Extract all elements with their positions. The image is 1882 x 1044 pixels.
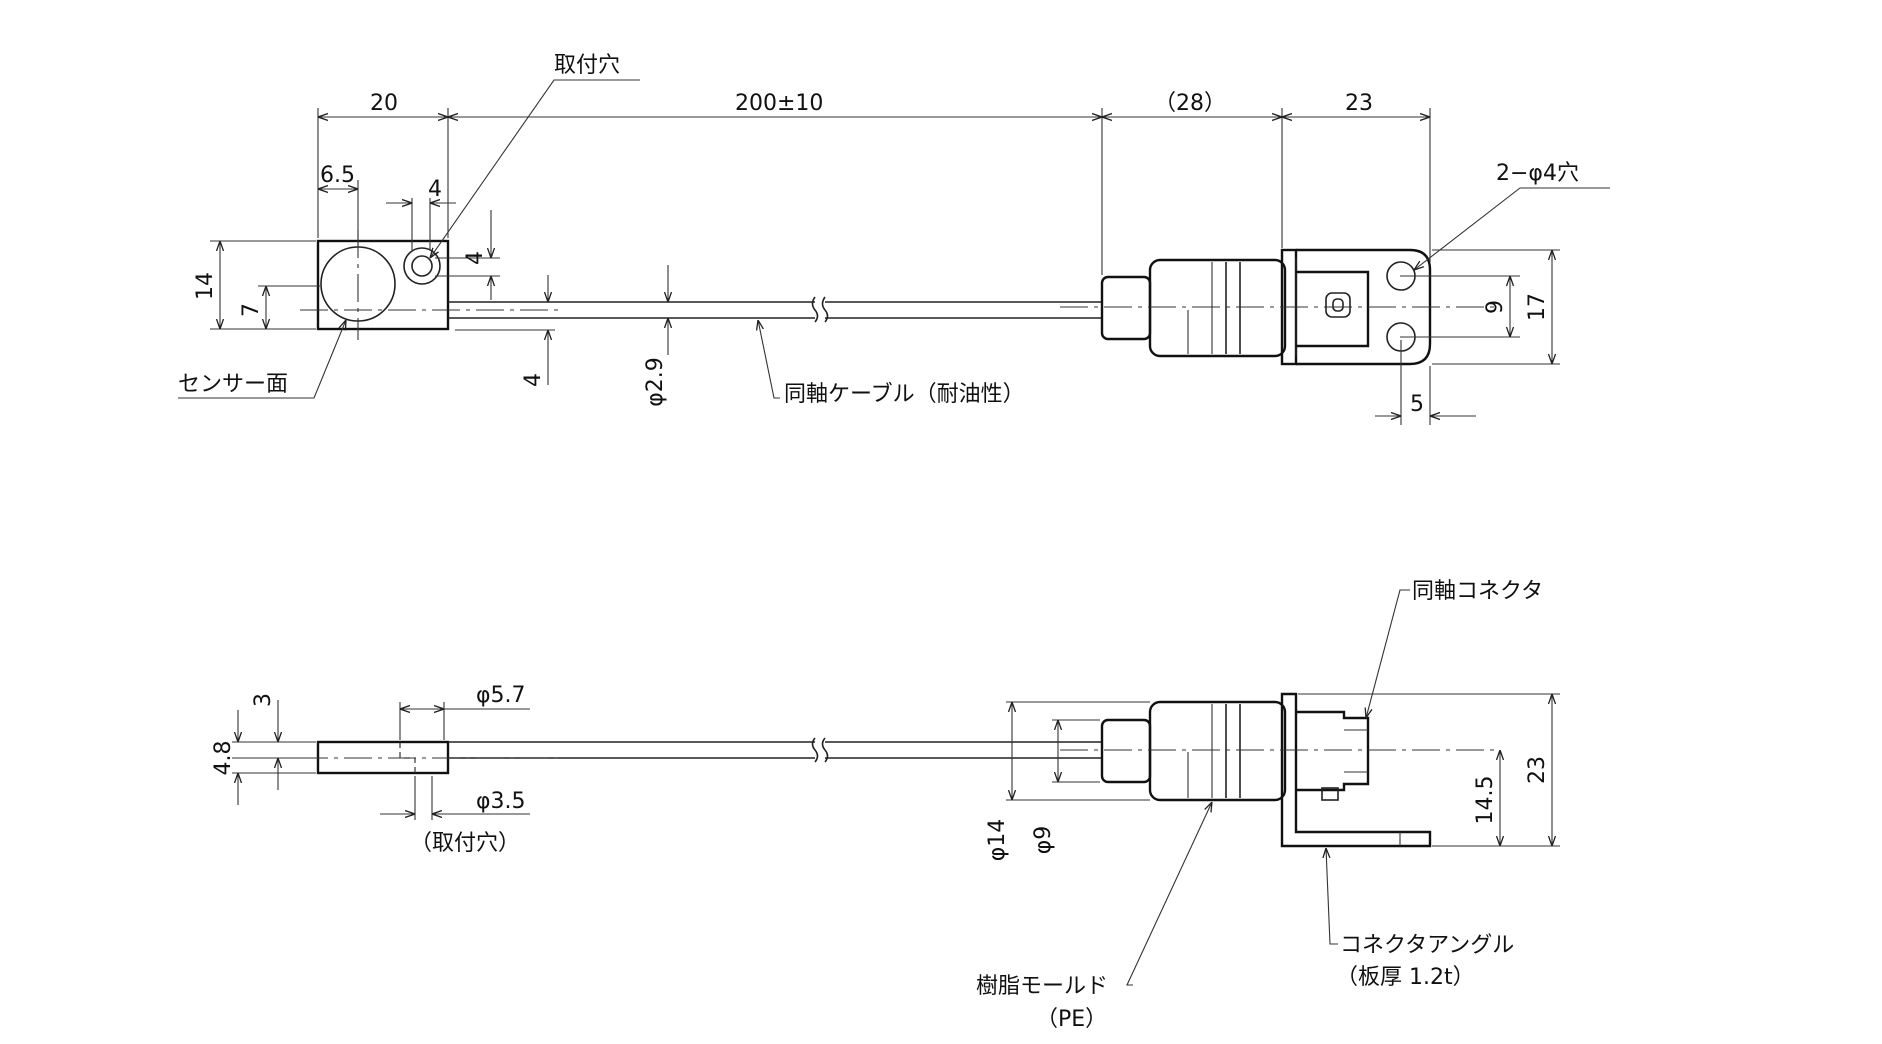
label-coax-connector: 同軸コネクタ (1412, 579, 1543, 604)
label-pe: （PE） (1036, 1007, 1107, 1032)
dim-4-c: 4 (521, 373, 546, 387)
label-resin-mold: 樹脂モールド (976, 974, 1108, 999)
dim-14: 14 (193, 272, 218, 300)
dim-4-b: 4 (463, 251, 488, 265)
dim-phi-3-5: φ3.5 (476, 789, 526, 814)
label-connector-angle: コネクタアングル (1340, 933, 1514, 958)
mount-hole-inner (411, 255, 433, 277)
dim-200: 200±10 (735, 91, 823, 116)
connector-body-side (1100, 692, 1432, 848)
top-view (178, 79, 1610, 425)
side-view (232, 589, 1560, 986)
dim-5: 5 (1410, 392, 1424, 417)
dim-23-top: 23 (1345, 91, 1373, 116)
label-coax-cable: 同軸ケーブル（耐油性） (784, 382, 1025, 407)
dim-phi-5-7: φ5.7 (476, 683, 526, 708)
dim-14-5: 14.5 (1473, 776, 1498, 825)
label-mount-hole: 取付穴 (554, 53, 620, 78)
dim-3: 3 (251, 693, 276, 707)
dim-17: 17 (1525, 293, 1550, 321)
label-sensor-face: センサー面 (178, 372, 288, 397)
dim-4-8: 4.8 (211, 741, 236, 776)
sensor-body (316, 239, 450, 331)
label-two-holes: 2−φ4穴 (1496, 161, 1579, 186)
dim-phi-2-9: φ2.9 (643, 357, 668, 407)
dim-phi-14: φ14 (985, 819, 1010, 862)
coax-cable-top (448, 296, 1102, 323)
dim-7: 7 (239, 303, 264, 317)
dim-6-5: 6.5 (320, 163, 355, 188)
dim-phi-9: φ9 (1031, 826, 1056, 855)
dim-20: 20 (370, 91, 398, 116)
dim-23-side: 23 (1525, 756, 1550, 784)
dim-4-a: 4 (428, 177, 442, 202)
dim-9-right: 9 (1483, 300, 1508, 314)
label-plate-thickness: （板厚 1.2t） (1336, 965, 1475, 990)
mount-hole-outer (403, 247, 441, 285)
label-mount-hole-paren: （取付穴） (410, 831, 520, 856)
dim-28: （28） (1154, 91, 1226, 116)
